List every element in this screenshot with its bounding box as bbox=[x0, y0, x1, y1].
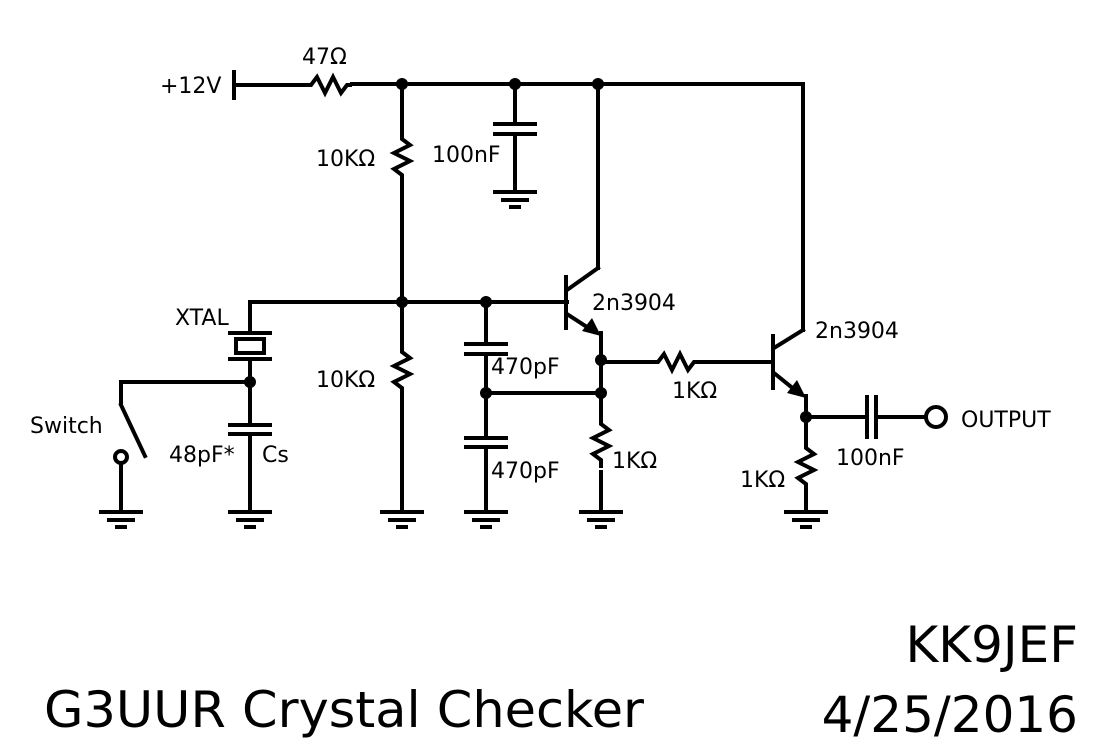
diagram-title: G3UUR Crystal Checker bbox=[44, 681, 644, 739]
resistor-10k-top bbox=[389, 135, 415, 178]
label-supply: +12V bbox=[160, 74, 221, 99]
transistor-q2 bbox=[771, 82, 808, 447]
label-q2: 2n3904 bbox=[815, 319, 899, 344]
label-r-coupling: 1KΩ bbox=[672, 379, 717, 404]
label-r-emitter2: 1KΩ bbox=[740, 468, 785, 493]
resistor-1k-emitter2 bbox=[793, 444, 819, 512]
label-c-decouple: 100nF bbox=[432, 143, 501, 168]
label-switch: Switch bbox=[30, 414, 103, 439]
crystal-xtal bbox=[228, 331, 272, 361]
output-terminal[interactable] bbox=[924, 405, 948, 429]
ground-symbol bbox=[579, 510, 623, 529]
label-r-bias-top: 10KΩ bbox=[316, 147, 375, 172]
ground-symbol bbox=[784, 510, 828, 529]
ground-symbol bbox=[380, 498, 424, 529]
label-q1: 2n3904 bbox=[592, 291, 676, 316]
label-c-feedback-bottom: 470pF bbox=[491, 459, 560, 484]
resistor-1k-emitter1 bbox=[588, 418, 614, 468]
label-c-feedback-top: 470pF bbox=[491, 355, 560, 380]
ground-symbol bbox=[464, 510, 508, 529]
label-r-bias-bottom: 10KΩ bbox=[316, 368, 375, 393]
ground-symbol bbox=[99, 510, 143, 529]
label-r-emitter1: 1KΩ bbox=[612, 449, 657, 474]
resistor-47-ohm bbox=[305, 72, 352, 98]
label-c-output: 100nF bbox=[836, 446, 905, 471]
diagram-date: 4/25/2016 bbox=[822, 686, 1078, 744]
author-callsign: KK9JEF bbox=[906, 616, 1079, 674]
ground-symbol bbox=[493, 190, 537, 209]
label-output: OUTPUT bbox=[961, 408, 1051, 433]
switch-lever[interactable] bbox=[118, 402, 148, 459]
label-r-supply: 47Ω bbox=[302, 45, 347, 70]
label-crystal: XTAL bbox=[175, 306, 229, 331]
ground-symbol bbox=[228, 510, 272, 529]
label-cs-name: Cs bbox=[262, 443, 289, 468]
resistor-10k-bottom bbox=[389, 346, 415, 396]
label-cs-value: 48pF* bbox=[169, 443, 235, 468]
junction-dot bbox=[595, 387, 607, 399]
supply-terminal bbox=[232, 70, 307, 100]
resistor-1k-coupling bbox=[652, 349, 700, 375]
